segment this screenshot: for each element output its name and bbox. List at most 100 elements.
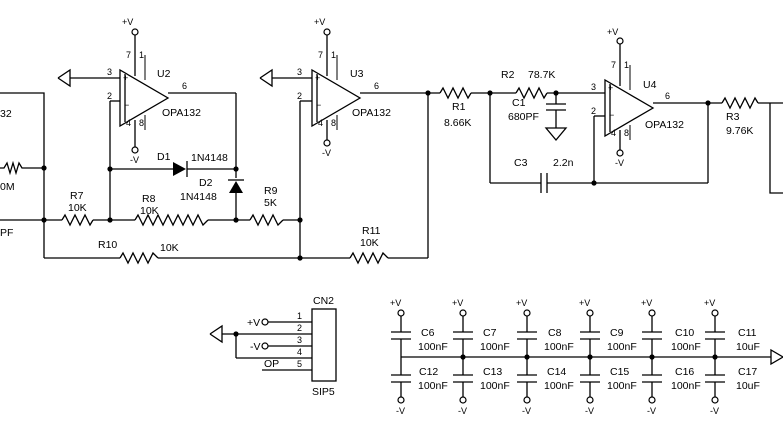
label-bypass_bottom-2-value: 100nF (544, 380, 574, 392)
label-supply-neg: -V (396, 406, 405, 416)
label-opamps-2-pin_out: 6 (665, 91, 670, 101)
label-bypass_top-0-ref: C6 (421, 327, 435, 339)
wire-circle (711, 396, 719, 404)
label-resistors-0-value: 10K (68, 202, 87, 214)
label-diodes-0-part: 1N4148 (191, 152, 228, 164)
label-connector-pins-4: 5 (297, 359, 302, 369)
label-caps_filter-0-value: 680PF (508, 111, 539, 123)
wire-text: − (316, 100, 321, 110)
label-resistors-4-value: 10K (360, 237, 379, 249)
label-diodes-1-part: 1N4148 (180, 191, 217, 203)
partial-label-3: PF (0, 227, 13, 239)
u2-part: OPA132 (162, 107, 201, 119)
label-bypass_top-0-value: 100nF (418, 341, 448, 353)
wire-circle (397, 396, 405, 404)
label-connector-pins-2: 3 (297, 335, 302, 345)
label-resistors-7-value: 9.76K (726, 125, 753, 137)
label-bypass_bottom-3-value: 100nF (607, 380, 637, 392)
label-bypass_bottom-5-value: 10uF (736, 380, 760, 392)
wire-circle (323, 139, 331, 147)
label-bypass_top-5-value: 10uF (736, 341, 760, 353)
wire-circle (323, 28, 331, 36)
label-supply-pos: +V (704, 298, 715, 308)
wire-text: + (315, 73, 320, 83)
opamp-u3: + − 3 2 +V 7 1 4 8 -V 6 U3 OPA132 (259, 17, 440, 258)
label-resistors-5-value: 8.66K (444, 117, 471, 129)
label-supply-pos: +V (516, 298, 527, 308)
label-bypass_top-3-value: 100nF (607, 341, 637, 353)
label-bypass_top-5-ref: C11 (738, 327, 757, 339)
label-connector-op: OP (264, 358, 279, 370)
label-opamps-0-pin_vp: 7 (126, 50, 131, 60)
label-bypass_bottom-1-value: 100nF (480, 380, 510, 392)
label-resistors-1-value: 10K (140, 205, 159, 217)
label-resistors-3-ref: R10 (98, 239, 117, 251)
label-bypass_top-4-ref: C10 (675, 327, 694, 339)
wire-text: − (609, 110, 614, 120)
diode-d2: D2 1N4148 (180, 177, 244, 223)
wire-circle (261, 318, 269, 326)
label-bypass_top-2-ref: C8 (548, 327, 562, 339)
label-resistors-1-ref: R8 (142, 193, 156, 205)
wire-polyline (119, 251, 159, 265)
label-opamps-2-supply_neg: -V (615, 158, 624, 168)
wire-circle (586, 309, 594, 317)
resistor-row-r7-r8-r9: R7 10K R8 10K R9 5K (44, 185, 300, 227)
label-bypass_bottom-0-ref: C12 (419, 366, 438, 378)
label-bypass_bottom-1-ref: C13 (483, 366, 502, 378)
wire-circle (459, 309, 467, 317)
label-bypass_bottom-5-ref: C17 (738, 366, 757, 378)
wire-circle (41, 165, 47, 171)
wire-polygon (311, 68, 362, 128)
u4-ref: U4 (643, 79, 657, 91)
wire-circle (131, 28, 139, 36)
u3-part: OPA132 (352, 107, 391, 119)
label-supply-neg: -V (710, 406, 719, 416)
label-opamps-2-pin_vp: 7 (611, 60, 616, 70)
opamp-u2: + − 3 2 +V 7 1 4 8 -V 6 U2 OPA132 (57, 17, 239, 223)
wire-polygon (229, 181, 243, 193)
label-resistors-5-ref: R1 (452, 101, 466, 113)
label-bypass_top-1-value: 100nF (480, 341, 510, 353)
label-diodes-0-ref: D1 (157, 151, 171, 163)
wire-polyline (769, 103, 783, 194)
label-caps_filter-1-value: 2.2n (553, 157, 574, 169)
label-connector-vn: -V (250, 341, 261, 353)
filter-network: R1 8.66K R2 78.7K C1 680PF C3 2.2n (439, 69, 709, 193)
label-bypass_top-4-value: 100nF (671, 341, 701, 353)
wire-polygon (544, 127, 568, 142)
wire-circle (648, 396, 656, 404)
label-supply-pos: +V (641, 298, 652, 308)
u3-ref: U3 (350, 68, 364, 80)
wire-polyline (134, 213, 209, 227)
label-bypass_top-1-ref: C7 (483, 327, 497, 339)
wire-text: + (608, 83, 613, 93)
wire-rect (311, 308, 337, 382)
wire-circle (587, 354, 593, 360)
label-bypass_top-2-value: 100nF (544, 341, 574, 353)
wire-circle (616, 37, 624, 45)
bypass-capacitor-bank: +V -V C6 100nF C12 100nF +V -V C7 100nF … (390, 298, 783, 416)
label-bypass_bottom-2-ref: C14 (547, 366, 566, 378)
resistor-r3: R3 9.76K (721, 96, 783, 194)
wire-polygon (770, 348, 783, 366)
label-connector-pins-0: 1 (297, 311, 302, 321)
label-opamps-1-supply_pos: +V (314, 17, 325, 27)
label-opamps-1-pin_nc: 1 (331, 50, 336, 60)
label-resistors-6-value: 78.7K (528, 69, 555, 81)
label-resistors-6-ref: R2 (501, 69, 515, 81)
wire-polyline (349, 251, 389, 265)
label-resistors-4-ref: R11 (362, 225, 381, 237)
connector-cn2: CN2 SIP5 +V -V OP 1 2 3 4 5 (209, 295, 337, 398)
wire-polygon (119, 68, 170, 128)
label-caps_filter-1-ref: C3 (514, 157, 528, 169)
wire-polyline (57, 68, 71, 88)
label-supply-neg: -V (585, 406, 594, 416)
label-opamps-0-pin_nc: 1 (139, 50, 144, 60)
label-opamps-1-pin_out: 6 (374, 81, 379, 91)
label-connector-ref: CN2 (313, 295, 334, 307)
wire-text: − (124, 100, 129, 110)
wire-text: + (123, 73, 128, 83)
wire-circle (297, 217, 303, 223)
